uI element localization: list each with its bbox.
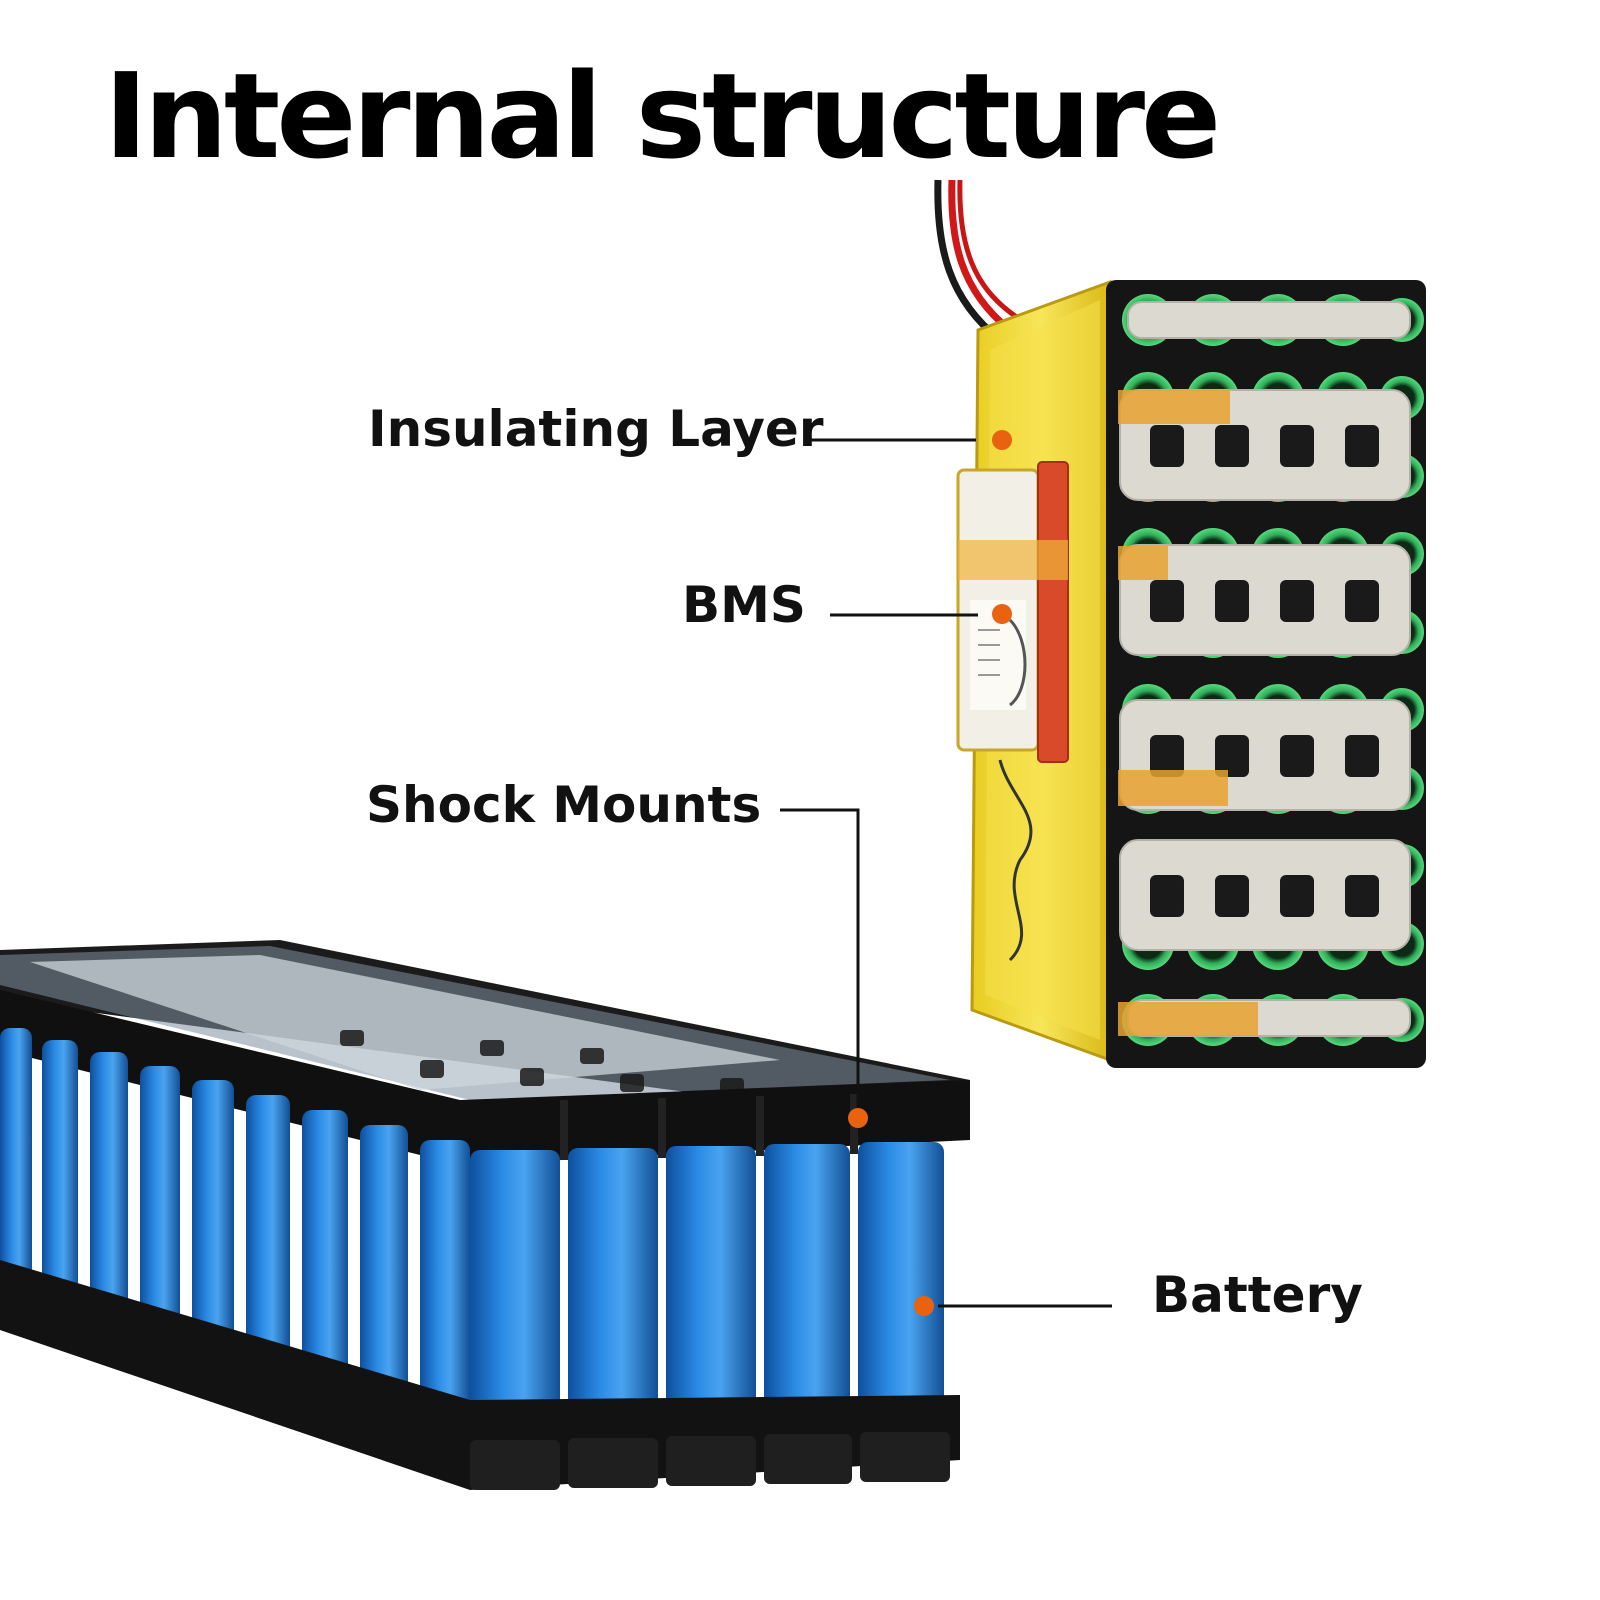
bms-board: [956, 461, 1069, 962]
callout-shock-mounts-leader: [780, 808, 868, 1128]
battery-label: Battery: [1152, 1266, 1363, 1324]
horizontal-battery-pack: [0, 940, 970, 1490]
shock-mounts-label: Shock Mounts: [366, 776, 762, 834]
battery-marker: [914, 1296, 934, 1316]
lower-holder-band: [0, 1260, 960, 1490]
upright-battery-pack: [934, 179, 1426, 1068]
shock-mounts-marker: [848, 1108, 868, 1128]
red-wire: [948, 179, 1013, 333]
cells-front: [470, 1142, 944, 1440]
upper-holder-band: [0, 990, 970, 1165]
bms-marker: [992, 604, 1012, 624]
page-title: Internal structure: [104, 47, 1221, 185]
bms-label: BMS: [682, 576, 806, 634]
callout-insulating-layer-leader: [804, 430, 1012, 450]
insulating-layer-label: Insulating Layer: [368, 400, 824, 458]
insulating-layer-marker: [992, 430, 1012, 450]
callout-bms-leader: [830, 604, 1012, 624]
black-wire: [934, 179, 1003, 343]
cells-side: [0, 1028, 470, 1430]
callout-battery-leader: [914, 1296, 1112, 1316]
